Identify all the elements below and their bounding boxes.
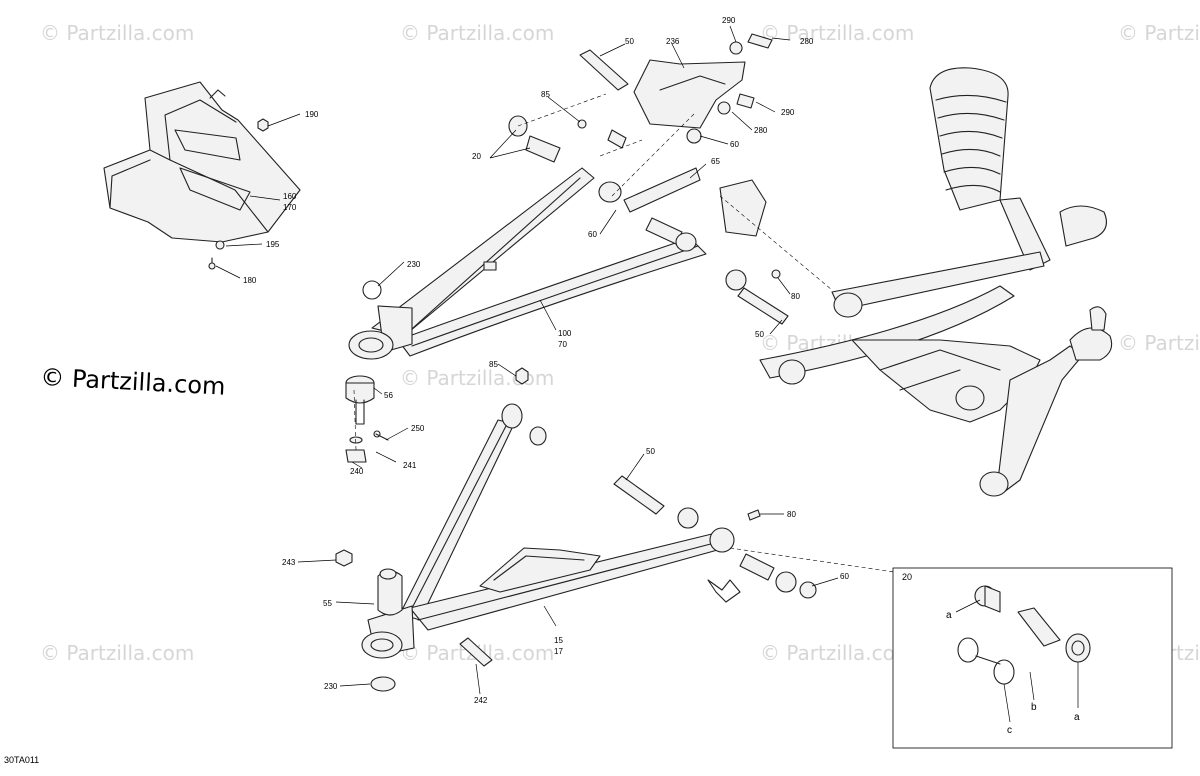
upper-ball-joint bbox=[345, 280, 389, 463]
callout-label: 195 bbox=[266, 240, 280, 249]
figure-code: 30TA011 bbox=[4, 755, 39, 765]
inset-label: a bbox=[1074, 712, 1080, 723]
callout-label: 290 bbox=[722, 16, 736, 25]
callout-label: 50 bbox=[646, 447, 655, 456]
skid-plate-fasteners bbox=[208, 118, 269, 270]
callout-label: 243 bbox=[282, 558, 296, 567]
callout-label: 230 bbox=[324, 682, 338, 691]
callout-label: 56 bbox=[384, 391, 393, 400]
callout-label: 280 bbox=[754, 126, 768, 135]
callout-label: 290 bbox=[781, 108, 795, 117]
watermark: © Partzilla.com bbox=[40, 21, 194, 45]
callout-label: 170 bbox=[283, 203, 297, 212]
callout-label: 280 bbox=[800, 37, 814, 46]
callout-label: 100 bbox=[558, 329, 572, 338]
callout-label: 50 bbox=[625, 37, 634, 46]
callout-label: 60 bbox=[840, 572, 849, 581]
watermark: © Partzilla.com bbox=[400, 366, 554, 390]
skid-plate bbox=[103, 81, 301, 243]
watermark: © Partzilla.com bbox=[40, 641, 194, 665]
callout-label: 65 bbox=[711, 157, 720, 166]
callout-labels: 50 236 290 280 85 290 280 60 20 65 60 19… bbox=[243, 16, 849, 705]
callout-label: 17 bbox=[554, 647, 563, 656]
inset-detail-box: 20 a a b c bbox=[892, 567, 1173, 749]
callout-label: 50 bbox=[755, 330, 764, 339]
assembled-suspension bbox=[759, 67, 1113, 497]
callout-label: 241 bbox=[403, 461, 417, 470]
callout-label: 85 bbox=[489, 360, 498, 369]
leader-lines bbox=[215, 25, 839, 695]
callout-label: 160 bbox=[283, 192, 297, 201]
watermark: © Partzilla.com bbox=[760, 641, 914, 665]
callout-label: 55 bbox=[323, 599, 332, 608]
callout-label: 15 bbox=[554, 636, 563, 645]
upper-a-arm bbox=[348, 167, 707, 360]
callout-label: 236 bbox=[666, 37, 680, 46]
inset-label: a bbox=[946, 610, 952, 621]
callout-label: 242 bbox=[474, 696, 488, 705]
inset-title: 20 bbox=[902, 572, 912, 582]
watermark: © Partzilla.com bbox=[400, 21, 554, 45]
lower-a-arm bbox=[361, 403, 735, 659]
callout-label: 190 bbox=[305, 110, 319, 119]
upper-arm-hardware bbox=[508, 33, 789, 325]
callout-label: 60 bbox=[588, 230, 597, 239]
watermark: © Partzilla.com bbox=[1118, 21, 1200, 45]
callout-label: 180 bbox=[243, 276, 257, 285]
callout-label: 60 bbox=[730, 140, 739, 149]
callout-label: 85 bbox=[541, 90, 550, 99]
inset-label: b bbox=[1031, 702, 1037, 713]
inset-label: c bbox=[1007, 725, 1012, 736]
callout-label: 240 bbox=[350, 467, 364, 476]
watermark: © Partzilla.com bbox=[760, 21, 914, 45]
lower-arm-hardware bbox=[335, 367, 817, 692]
callout-label: 80 bbox=[791, 292, 800, 301]
brand-watermark: © Partzilla.com bbox=[40, 363, 226, 401]
callout-label: 20 bbox=[472, 152, 481, 161]
assembly-lines bbox=[353, 93, 895, 573]
callout-label: 250 bbox=[411, 424, 425, 433]
callout-label: 80 bbox=[787, 510, 796, 519]
callout-label: 70 bbox=[558, 340, 567, 349]
watermark: © Partzilla.com bbox=[1118, 331, 1200, 355]
callout-label: 230 bbox=[407, 260, 421, 269]
